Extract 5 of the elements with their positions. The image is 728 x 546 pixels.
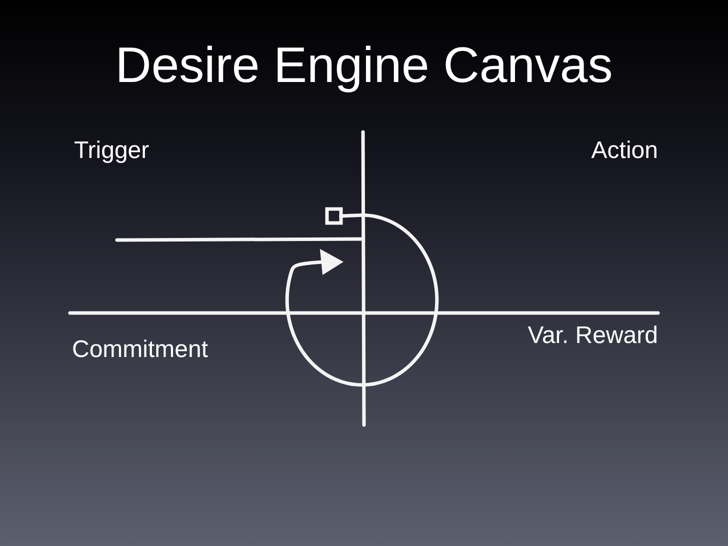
quadrant-label: Var. Reward: [528, 322, 658, 350]
quadrant-label: Trigger: [74, 137, 150, 165]
slide-title: Desire Engine Canvas: [114, 36, 614, 94]
quadrant-label: Action: [591, 137, 658, 165]
quadrant-label: Commitment: [72, 336, 208, 364]
